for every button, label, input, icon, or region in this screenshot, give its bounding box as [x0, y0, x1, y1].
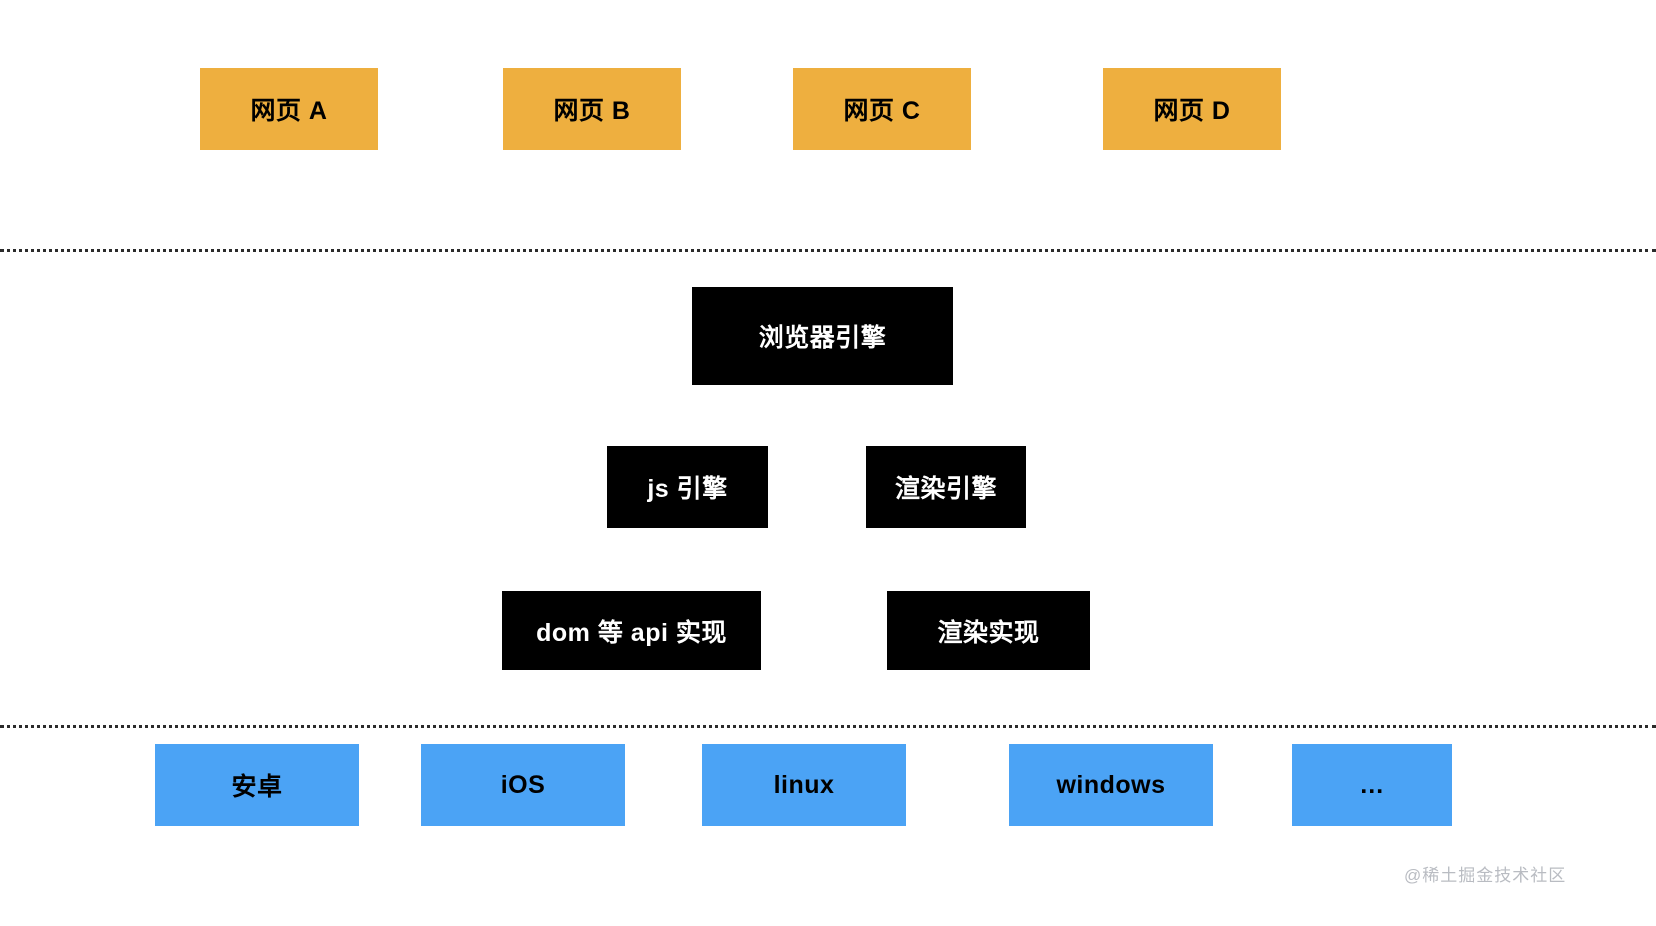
os-box-ios: iOS [421, 744, 625, 826]
divider-pages-engines [0, 249, 1656, 252]
os-box-android: 安卓 [155, 744, 359, 826]
os-box-linux: linux [702, 744, 906, 826]
browser-engine-box: 浏览器引擎 [692, 287, 953, 385]
page-box-c: 网页 C [793, 68, 971, 150]
divider-engines-os [0, 725, 1656, 728]
watermark: @稀土掘金技术社区 [1404, 866, 1567, 885]
render-engine-box: 渲染引擎 [866, 446, 1026, 528]
page-box-a: 网页 A [200, 68, 378, 150]
page-box-b: 网页 B [503, 68, 681, 150]
render-impl-box: 渲染实现 [887, 591, 1090, 670]
js-engine-box: js 引擎 [607, 446, 768, 528]
page-box-d: 网页 D [1103, 68, 1281, 150]
dom-api-impl-box: dom 等 api 实现 [502, 591, 761, 670]
os-box-windows: windows [1009, 744, 1213, 826]
os-box-more: … [1292, 744, 1452, 826]
